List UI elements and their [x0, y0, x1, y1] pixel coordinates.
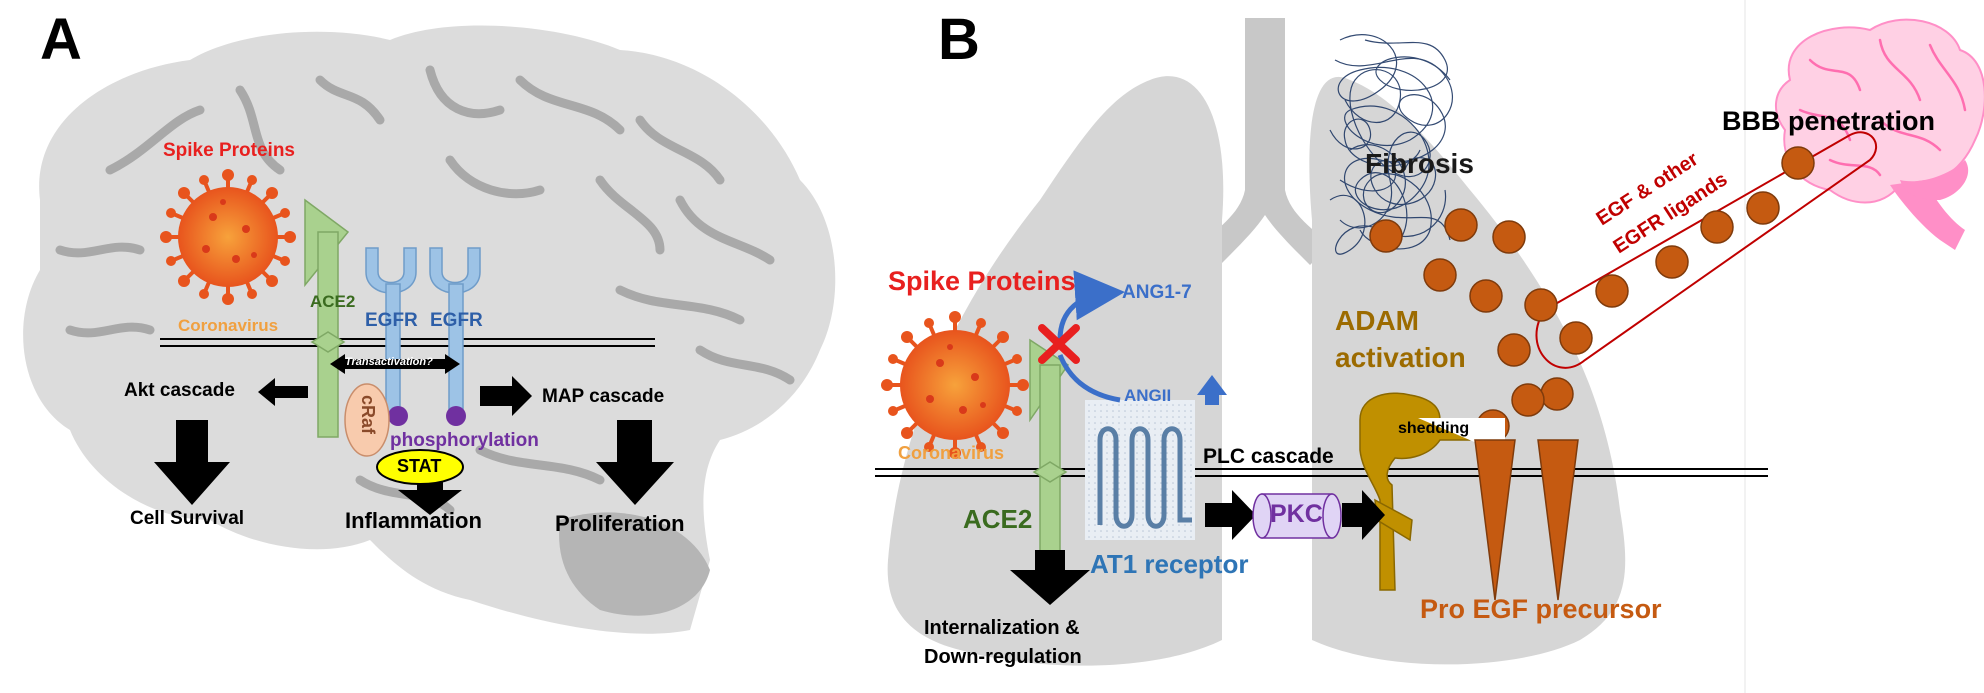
inflammation-arrow [398, 470, 462, 515]
egf-balls [1369, 146, 1815, 443]
brain-folds [55, 65, 795, 515]
spike-proteins-label-b: Spike Proteins [888, 266, 1076, 296]
trachea [1200, 18, 1330, 265]
phosphorylation-label: phosphorylation [390, 430, 539, 451]
at1-receptor-label: AT1 receptor [1090, 549, 1249, 579]
egfr-label-2: EGFR [430, 310, 483, 331]
panel-b-letter: B [938, 7, 980, 72]
ang17-arrow [1057, 270, 1125, 341]
craf-label: cRaf [358, 395, 378, 435]
internalization-label-1: Internalization & [924, 617, 1080, 639]
inflammation-label: Inflammation [345, 508, 482, 533]
internalization-arrow [1010, 550, 1090, 605]
ace2-label-a: ACE2 [310, 292, 356, 311]
adam-label-1: ADAM [1335, 305, 1419, 336]
plc-cascade-label: PLC cascade [1203, 445, 1334, 468]
egfr-label-1: EGFR [365, 310, 418, 331]
pro-egf-precursor-1 [1474, 439, 1516, 601]
at1-receptor-bg [1085, 400, 1195, 540]
internalization-label-2: Down-regulation [924, 646, 1082, 668]
egf-ligand-capsule [1535, 131, 1877, 369]
cell-survival-label: Cell Survival [130, 508, 245, 529]
survival-arrow [154, 420, 230, 505]
akt-arrow [258, 378, 308, 406]
phospho-dot-2 [446, 406, 466, 426]
panel-a-letter: A [40, 7, 82, 72]
transactivation-label: Transactivation? [345, 356, 433, 368]
shedding-label: shedding [1398, 420, 1470, 437]
block-x-icon [1038, 324, 1080, 364]
angii-label: ANGII [1124, 386, 1172, 405]
coronavirus-label-b: Coronavirus [898, 443, 1005, 463]
bbb-penetration-label: BBB penetration [1722, 106, 1936, 136]
coronavirus-b [881, 311, 1029, 459]
proliferation-arrow [596, 420, 674, 505]
pro-egf-precursor-2 [1537, 439, 1579, 601]
fibrosis-scribble [1329, 34, 1453, 255]
map-arrow [480, 376, 532, 416]
brain-pink [1775, 18, 1984, 250]
at1-receptor-coil [1097, 426, 1192, 529]
proliferation-label: Proliferation [555, 511, 685, 536]
pro-egf-precursor-label: Pro EGF precursor [1420, 594, 1662, 624]
spike-proteins-label-a: Spike Proteins [163, 140, 295, 161]
pkc-cylinder [1252, 493, 1342, 539]
at1-to-pkc-arrow [1205, 490, 1256, 540]
stat-label: STAT [397, 456, 442, 476]
coronavirus-a [160, 169, 296, 305]
akt-cascade-label: Akt cascade [124, 380, 235, 401]
angii-arrow [1057, 354, 1121, 403]
panel-b [875, 0, 1984, 693]
pkc-label: PKC [1270, 500, 1323, 528]
map-cascade-label: MAP cascade [542, 386, 665, 407]
angii-up-arrow [1197, 375, 1227, 405]
ace2-label-b: ACE2 [963, 504, 1033, 534]
ang17-label: ANG1-7 [1122, 282, 1192, 303]
adam-label-2: activation [1335, 342, 1466, 373]
pkc-to-adam-arrow [1342, 490, 1385, 540]
cerebellum [559, 512, 710, 616]
coronavirus-label-a: Coronavirus [178, 316, 279, 335]
panel-a [23, 25, 836, 634]
stat-oval [376, 449, 464, 485]
fibrosis-label: Fibrosis [1365, 148, 1474, 179]
transactivation-arrow [330, 354, 460, 374]
ace2-a [304, 198, 350, 438]
phospho-dot-1 [388, 406, 408, 426]
craf-ellipse [344, 383, 390, 457]
